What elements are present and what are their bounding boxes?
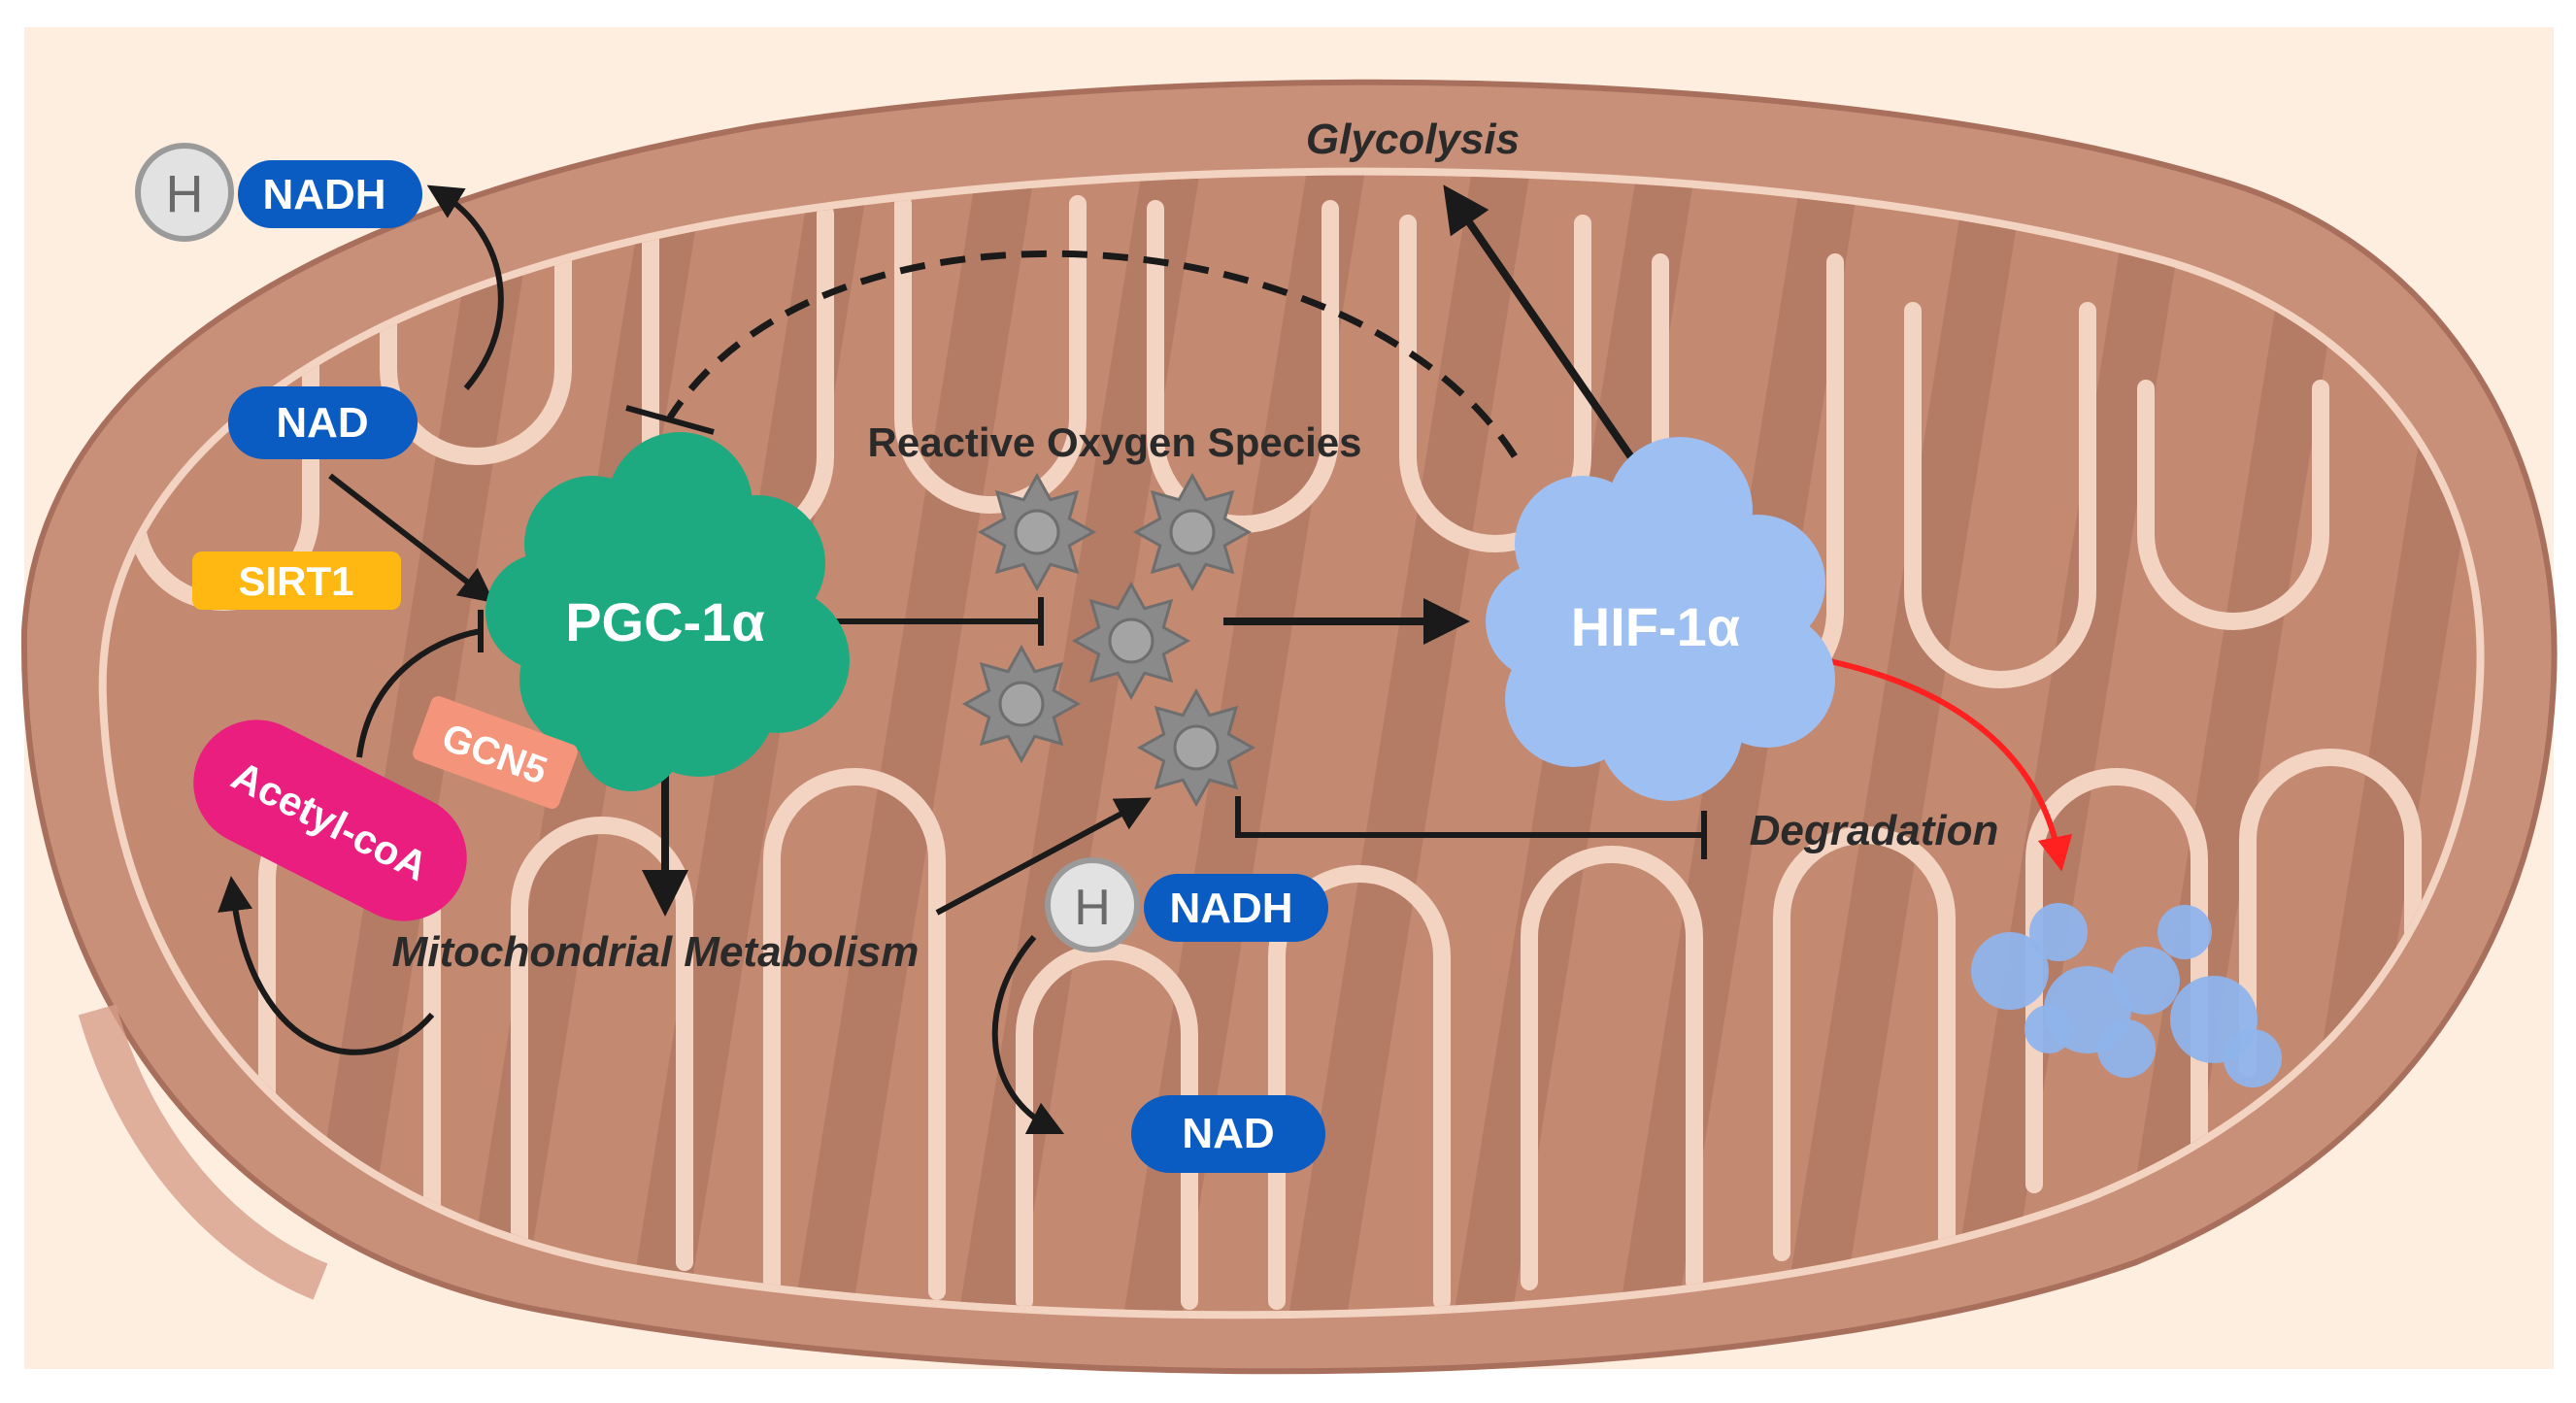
- crista-bottom: [763, 768, 946, 1300]
- ros-particle: [977, 472, 1097, 592]
- ros-particle: [1136, 687, 1256, 808]
- glycolysis-label: Glycolysis: [1306, 116, 1520, 163]
- hydrogen-label-bottom: H: [1074, 880, 1111, 936]
- dashed-inhibit-bar: [625, 405, 715, 435]
- ros-core: [998, 681, 1045, 727]
- hif-fragment: [1971, 932, 2049, 1010]
- membrane-highlight: [78, 1004, 328, 1300]
- shading-band: [786, 175, 1039, 1312]
- hif-fragment: [2158, 905, 2212, 959]
- hydrogen-icon-bottom: [1045, 857, 1140, 952]
- ros-core: [1169, 509, 1216, 555]
- red-arrow-hif-to-degraded: [1824, 657, 2073, 872]
- hif-fragment: [2024, 1005, 2073, 1053]
- crista-bottom: [1016, 943, 1198, 1310]
- nadh-label-top: NADH: [262, 171, 385, 218]
- crista-bottom: [2239, 749, 2422, 1077]
- sirt1-label: SIRT1: [238, 558, 353, 604]
- gcn5-badge: [413, 696, 578, 809]
- crista-bottom: [1773, 826, 1956, 1261]
- nad-label-bottom: NAD: [1182, 1110, 1274, 1157]
- hif-fragment: [2224, 1029, 2282, 1087]
- hydrogen-icon-top: [135, 143, 234, 242]
- ros-core: [1014, 509, 1060, 555]
- crista-bottom: [1521, 846, 1703, 1290]
- ros-particle: [1132, 472, 1253, 592]
- ros-particle: [961, 644, 1082, 764]
- arrow-hif1a-to-glycolysis: [1443, 184, 1655, 488]
- hydrogen-label-top: H: [166, 165, 204, 223]
- ros-core: [1173, 724, 1220, 771]
- hif1a-protein: [1486, 437, 1835, 801]
- degraded-hif-fragments: [1971, 903, 2282, 1087]
- arrow-nad-to-pgc1a: [328, 473, 495, 604]
- arrow-loop-to-acetylcoa: [217, 876, 435, 1055]
- shading-band: [2107, 175, 2359, 1312]
- nad-label-top: NAD: [276, 399, 368, 447]
- pgc1a-lobe: [485, 553, 602, 670]
- pgc1a-protein: [485, 432, 850, 791]
- nadh-pill-top: [238, 160, 422, 228]
- ros-core: [1108, 618, 1154, 664]
- hif-fragment: [2097, 1019, 2156, 1078]
- nad-pill-top: [228, 386, 418, 459]
- mito-metabolism-label: Mitochondrial Metabolism: [392, 928, 920, 976]
- pgc1a-label: PGC-1α: [565, 591, 765, 652]
- arrow-nadh-to-nad-bottom: [991, 935, 1065, 1135]
- inhibit-ros-to-degradation: [1235, 796, 1704, 838]
- crista-bottom: [2025, 768, 2208, 1193]
- nadh-pill-bottom: [1144, 874, 1328, 942]
- pgc1a-lobe: [578, 685, 685, 791]
- arrow-nad-to-nadh-top: [426, 184, 504, 390]
- sirt1-badge: [192, 551, 401, 610]
- shading-band: [1942, 175, 2194, 1312]
- crista-top: [1147, 200, 1339, 533]
- hif1a-label: HIF-1α: [1571, 596, 1740, 657]
- shading-band: [1777, 175, 2029, 1312]
- degradation-label: Degradation: [1750, 807, 1999, 854]
- ros-particles: [961, 472, 1256, 808]
- hif-fragment: [2112, 947, 2180, 1015]
- hif1a-lobe: [1486, 563, 1602, 680]
- dashed-inhibit-hif-to-pgc1a: [667, 250, 1518, 458]
- nad-pill-bottom: [1131, 1095, 1325, 1173]
- acetyl-coa-blob: [193, 719, 467, 921]
- shading-band: [952, 175, 1204, 1312]
- nadh-label-bottom: NADH: [1169, 885, 1292, 932]
- ros-particle: [1071, 581, 1191, 701]
- crista-top: [894, 195, 1087, 514]
- hif-fragment: [2029, 903, 2088, 961]
- crista-top: [2137, 380, 2329, 630]
- inhibit-acetyl-to-pgc1a: [356, 628, 482, 758]
- crista-top: [1904, 302, 2096, 688]
- shading-band: [1282, 175, 1534, 1312]
- ros-label: Reactive Oxygen Species: [868, 419, 1362, 465]
- arrow-metabolism-to-ros: [935, 797, 1152, 916]
